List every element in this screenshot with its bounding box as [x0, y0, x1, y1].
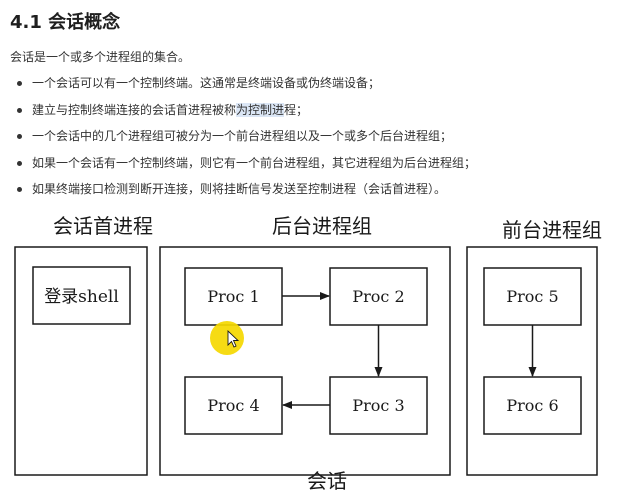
list-item: 一个会话中的几个进程组可被分为一个前台进程组以及一个或多个后台进程组； [10, 123, 476, 150]
cursor-highlight [210, 321, 244, 355]
cursor-arrow-icon [227, 329, 240, 348]
list-item: 如果终端接口检测到断开连接，则将挂断信号发送至控制进程（会话首进程）。 [10, 176, 476, 203]
proc-1-label: Proc 1 [207, 287, 259, 306]
proc-6-box [483, 376, 582, 435]
proc-3-label: Proc 3 [352, 396, 404, 415]
text-selection-highlight[interactable]: 为控制进 [236, 102, 285, 117]
mouse-cursor [210, 321, 244, 355]
bullet-dot [17, 107, 22, 113]
list-item: 一个会话可以有一个控制终端。这通常是终端设备或伪终端设备； [10, 70, 476, 97]
proc-2-label: Proc 2 [352, 287, 404, 306]
background-group-title: 后台进程组 [272, 214, 372, 238]
session-diagram: 会话首进程 后台进程组 前台进程组 登录shell Proc 1 Proc 2 … [0, 205, 625, 500]
login-shell-label: 登录shell [44, 287, 119, 307]
background-group-box [159, 246, 451, 476]
session-label: 会话 [307, 469, 347, 493]
foreground-group-title: 前台进程组 [502, 218, 602, 242]
list-item: 建立与控制终端连接的会话首进程被称为控制进程； [10, 97, 476, 124]
proc-4-label: Proc 4 [207, 396, 259, 415]
session-leader-box [14, 246, 148, 476]
page-title: 4.1 会话概念 [10, 12, 121, 33]
bullet-dot [17, 160, 22, 166]
login-shell-box [32, 266, 131, 325]
session-leader-title: 会话首进程 [53, 214, 153, 238]
bullet-list: 一个会话可以有一个控制终端。这通常是终端设备或伪终端设备； 建立与控制终端连接的… [10, 70, 476, 203]
bullet-dot [17, 187, 22, 192]
proc-6-label: Proc 6 [506, 396, 558, 415]
list-item: 如果一个会话有一个控制终端，则它有一个前台进程组，其它进程组为后台进程组； [10, 150, 476, 177]
bullet-text: 如果终端接口检测到断开连接，则将挂断信号发送至控制进程（会话首进程）。 [32, 182, 447, 196]
bullet-text-after: 程； [284, 102, 309, 117]
foreground-group-box [466, 246, 598, 476]
bullet-dot [17, 134, 22, 139]
bullet-text: 如果一个会话有一个控制终端，则它有一个前台进程组，其它进程组为后台进程组； [32, 155, 477, 170]
proc-5-label: Proc 5 [506, 287, 558, 306]
bullet-text-before: 建立与控制终端连接的会话首进程被称 [32, 102, 237, 117]
bullet-dot [17, 81, 22, 86]
intro-text: 会话是一个或多个进程组的集合。 [10, 50, 191, 64]
bullet-text: 一个会话中的几个进程组可被分为一个前台进程组以及一个或多个后台进程组； [32, 129, 453, 143]
bullet-text: 一个会话可以有一个控制终端。这通常是终端设备或伪终端设备； [32, 76, 381, 90]
